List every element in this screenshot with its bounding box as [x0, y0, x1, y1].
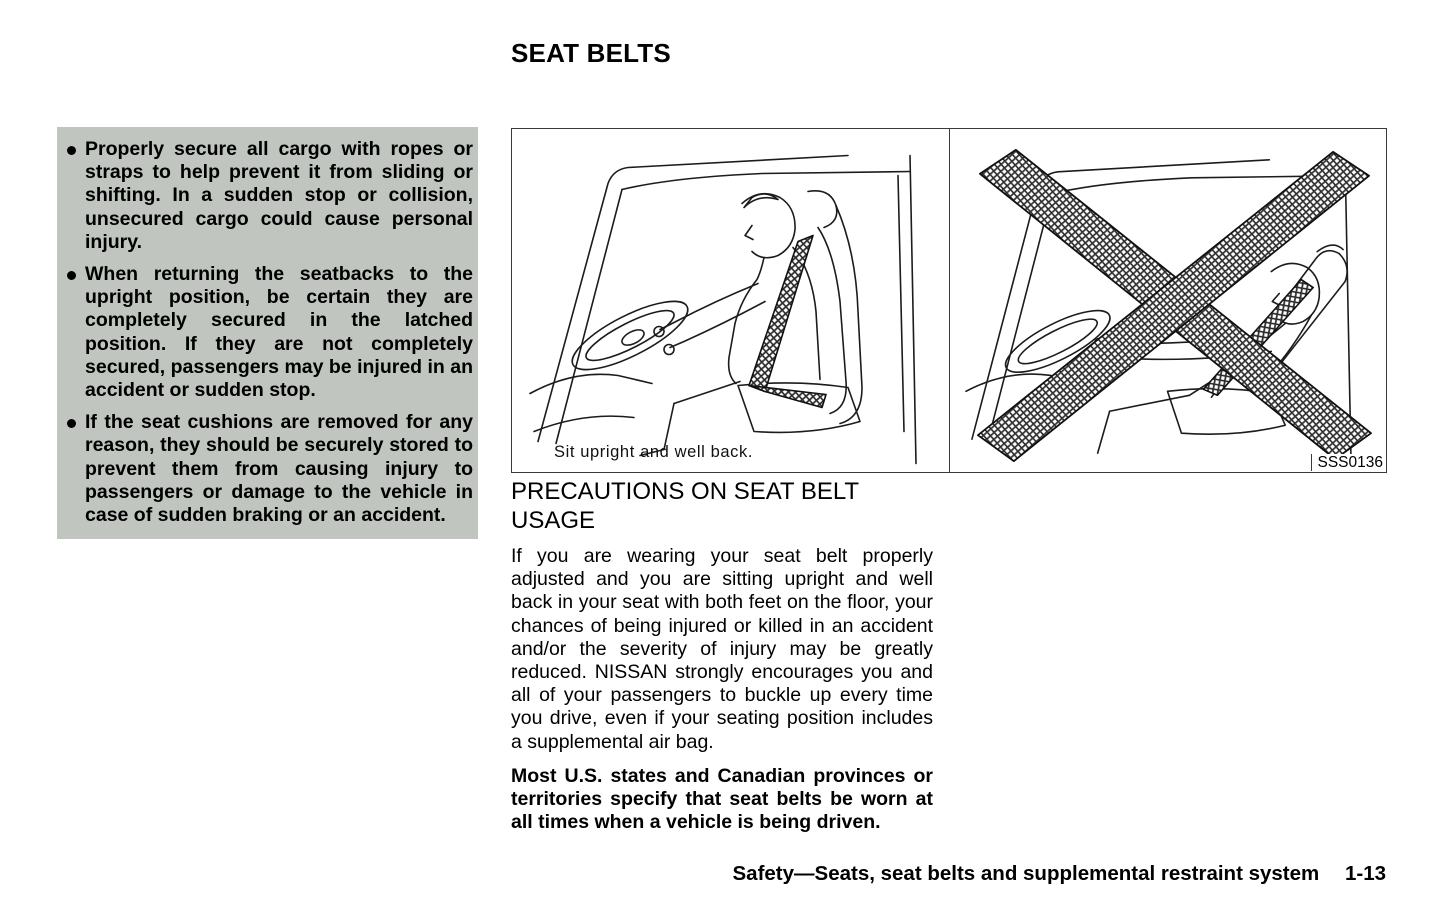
page-title: SEAT BELTS — [511, 38, 671, 68]
main-text-column: PRECAUTIONS ON SEAT BELT USAGE If you ar… — [511, 477, 933, 834]
emphasis-paragraph: Most U.S. states and Canadian provinces … — [511, 764, 933, 834]
correct-posture-panel: Sit upright and well back. — [512, 129, 949, 472]
seat-belt-figure: Sit upright and well back. — [511, 128, 1387, 473]
incorrect-posture-panel — [949, 129, 1386, 472]
driver-reclined-posture-crossed-out-illustration — [965, 148, 1372, 464]
figure-code-label: SSS0136 — [1310, 454, 1383, 471]
footer-section-title: Safety—Seats, seat belts and supplementa… — [732, 862, 1320, 885]
warning-bullet: When returning the seatbacks to the upri… — [63, 263, 473, 402]
warning-bullet: Properly secure all cargo with ropes or … — [63, 138, 473, 254]
driver-correct-posture-illustration — [529, 154, 917, 465]
body-paragraph: If you are wearing your seat belt proper… — [511, 545, 933, 753]
warning-bullet: If the seat cushions are removed for any… — [63, 411, 473, 527]
page-number: 1-13 — [1344, 862, 1386, 885]
warning-bullet-list: Properly secure all cargo with ropes or … — [63, 138, 473, 527]
warning-box: Properly secure all cargo with ropes or … — [57, 127, 478, 540]
page-footer: Safety—Seats, seat belts and supplementa… — [733, 862, 1387, 886]
figure-caption: Sit upright and well back. — [554, 443, 754, 461]
section-heading: PRECAUTIONS ON SEAT BELT USAGE — [511, 478, 859, 534]
